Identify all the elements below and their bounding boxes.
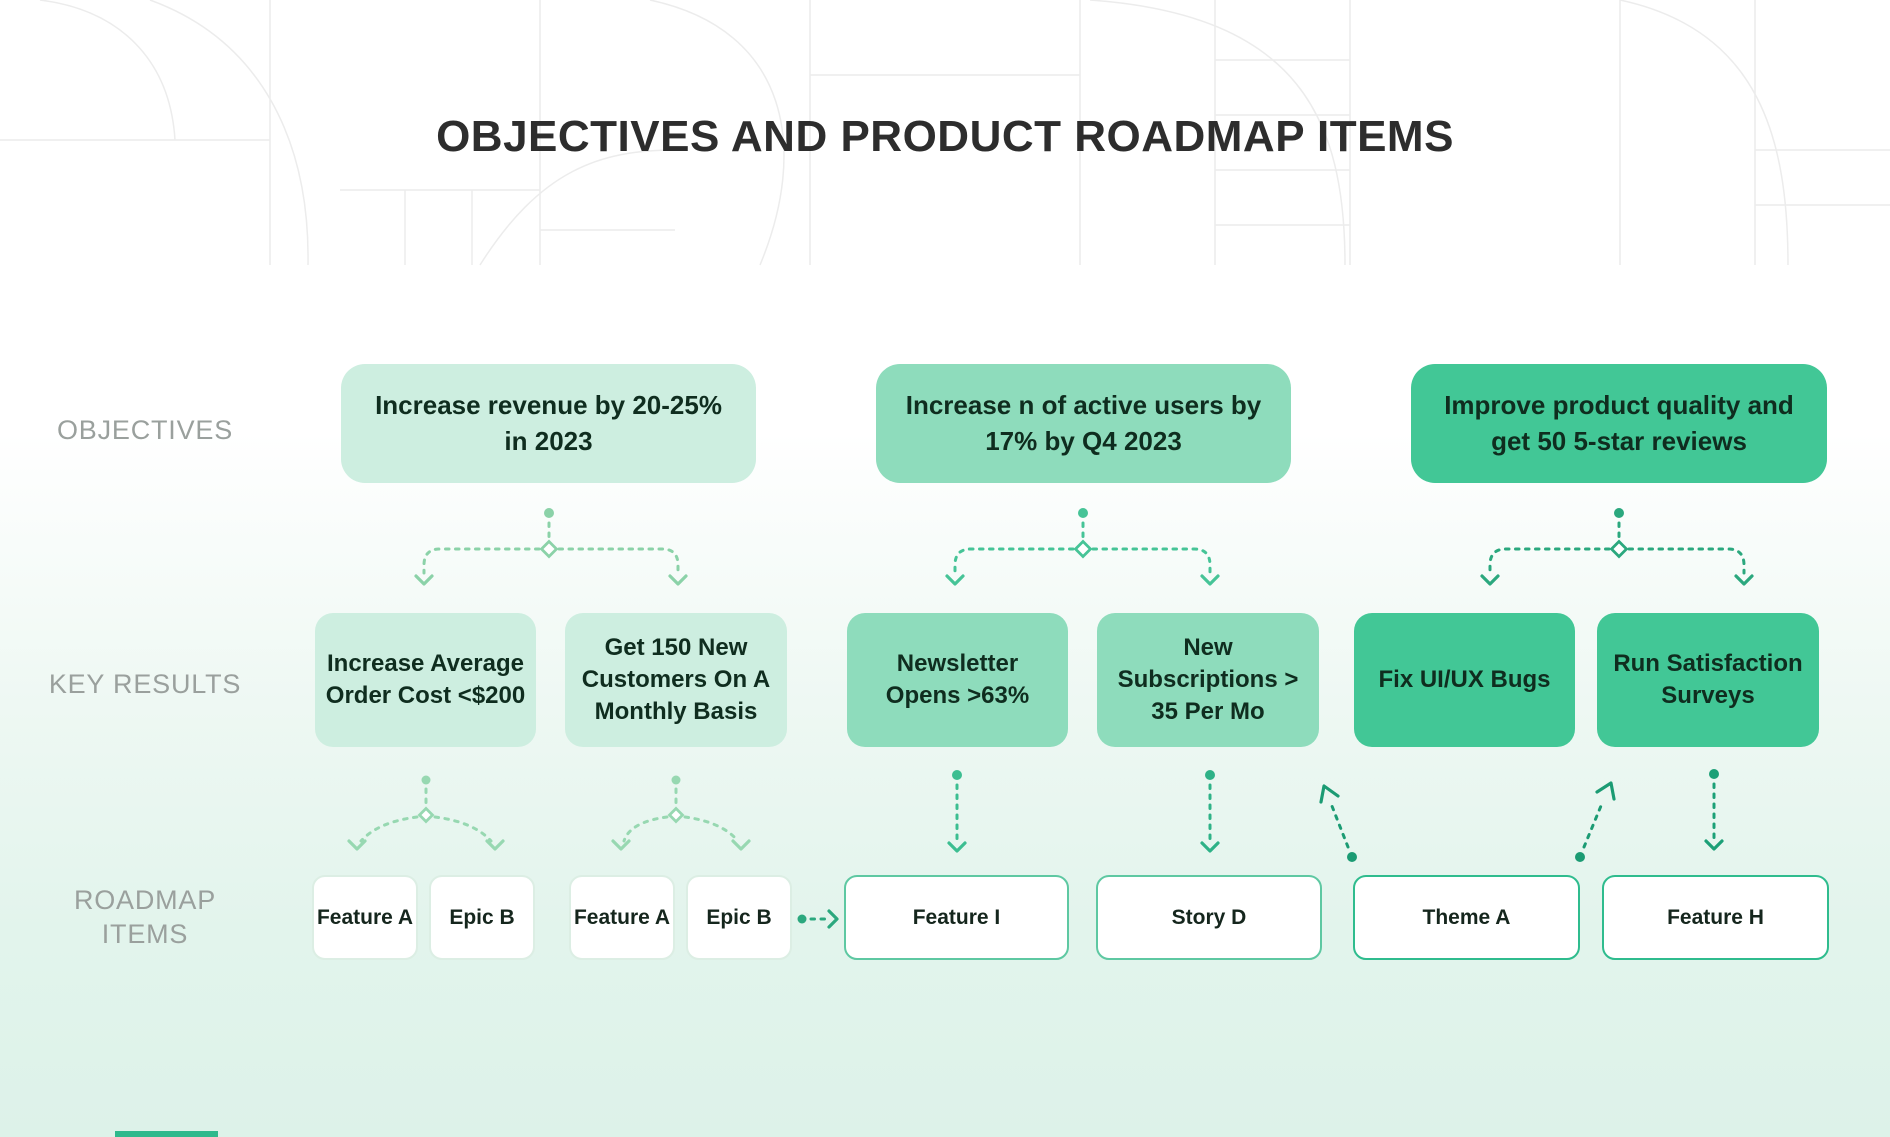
diamond-icon — [1073, 539, 1093, 559]
arrow-kr4-to-storyD — [1200, 770, 1220, 853]
objectives-row-label: OBJECTIVES — [56, 415, 234, 445]
arrow-themeA-to-kr6 — [1575, 781, 1616, 862]
key-result-node-subscriptions[interactable]: New Subscriptions > 35 Per Mo — [1097, 613, 1319, 747]
arrowhead-right-icon — [827, 909, 839, 929]
roadmap-node-theme-a[interactable]: Theme A — [1353, 875, 1580, 960]
key-result-text: Newsletter Opens >63% — [885, 650, 1030, 709]
dot-icon — [421, 775, 431, 785]
arrow-epicB-to-featureI — [797, 909, 839, 929]
key-result-text: Run Satisfaction Surveys — [1613, 650, 1803, 709]
diamond-icon — [1609, 539, 1629, 559]
key-result-node-newsletter-opens[interactable]: Newsletter Opens >63% — [847, 613, 1068, 747]
dot-icon — [671, 775, 681, 785]
dot-icon — [544, 508, 554, 518]
dot-icon — [797, 914, 807, 924]
key-result-node-order-cost[interactable]: Increase Average Order Cost <$200 — [315, 613, 536, 747]
branch-objective1-connector — [414, 508, 688, 586]
key-result-node-fix-bugs[interactable]: Fix UI/UX Bugs — [1354, 613, 1575, 747]
arrow-themeA-to-kr4 — [1319, 784, 1357, 862]
objective-text: Increase revenue by 20-25% in 2023 — [375, 389, 722, 456]
arrowhead-down-icon — [611, 839, 631, 851]
branch-objective2-connector — [945, 508, 1220, 586]
diamond-icon — [539, 539, 559, 559]
key-result-node-new-customers[interactable]: Get 150 New Customers On A Monthly Basis — [565, 613, 787, 747]
arrowhead-down-icon — [1480, 574, 1500, 586]
roadmap-item-text: Theme A — [1422, 905, 1511, 929]
arrowhead-up-icon — [1595, 781, 1616, 801]
roadmap-item-text: Story D — [1171, 905, 1247, 929]
roadmap-node-epic-b-2[interactable]: Epic B — [686, 875, 792, 960]
fork-kr1-connector — [347, 775, 505, 851]
dot-icon — [1205, 770, 1215, 780]
roadmap-node-epic-b-1[interactable]: Epic B — [429, 875, 535, 960]
key-result-text: New Subscriptions > 35 Per Mo — [1117, 634, 1299, 725]
key-results-row-label: KEY RESULTS — [48, 669, 242, 699]
diamond-icon — [417, 806, 435, 824]
roadmap-node-feature-a-2[interactable]: Feature A — [569, 875, 675, 960]
dot-icon — [1078, 508, 1088, 518]
dot-icon — [1347, 852, 1357, 862]
objective-text: Improve product quality and get 50 5-sta… — [1444, 389, 1794, 456]
key-result-node-satisfaction-surveys[interactable]: Run Satisfaction Surveys — [1597, 613, 1819, 747]
roadmap-item-text: Epic B — [449, 905, 515, 929]
arrowhead-down-icon — [1704, 839, 1724, 851]
arrow-kr3-to-featureI — [947, 770, 967, 853]
dot-icon — [952, 770, 962, 780]
branch-objective3-connector — [1480, 508, 1754, 586]
roadmap-item-text: Epic B — [706, 905, 772, 929]
roadmap-node-story-d[interactable]: Story D — [1096, 875, 1322, 960]
background-grid-pattern — [0, 0, 1890, 266]
dot-icon — [1709, 769, 1719, 779]
diamond-icon — [667, 806, 685, 824]
dot-icon — [1575, 852, 1585, 862]
roadmap-item-text: Feature A — [573, 905, 671, 929]
arrowhead-down-icon — [485, 839, 505, 851]
roadmap-items-row-label: ROADMAP ITEMS — [0, 884, 290, 952]
arrowhead-down-icon — [731, 839, 751, 851]
roadmap-node-feature-a-1[interactable]: Feature A — [312, 875, 418, 960]
arrowhead-down-icon — [347, 839, 367, 851]
arrowhead-down-icon — [1200, 841, 1220, 853]
arrowhead-down-icon — [668, 574, 688, 586]
bottom-accent-bar — [115, 1131, 218, 1137]
page-title: OBJECTIVES AND PRODUCT ROADMAP ITEMS — [436, 112, 1454, 161]
arrowhead-up-icon — [1319, 784, 1340, 804]
arrow-kr6-to-featureH — [1704, 769, 1724, 851]
arrowhead-down-icon — [414, 574, 434, 586]
roadmap-item-text: Feature H — [1667, 905, 1764, 929]
roadmap-label-line2: ITEMS — [101, 918, 189, 949]
roadmap-item-text: Feature A — [316, 905, 414, 929]
arrowhead-down-icon — [945, 574, 965, 586]
roadmap-item-text: Feature I — [912, 905, 1001, 929]
objective-node-active-users[interactable]: Increase n of active users by 17% by Q4 … — [876, 364, 1291, 483]
roadmap-node-feature-i[interactable]: Feature I — [844, 875, 1069, 960]
roadmap-node-feature-h[interactable]: Feature H — [1602, 875, 1829, 960]
arrowhead-down-icon — [1200, 574, 1220, 586]
key-result-text: Fix UI/UX Bugs — [1378, 666, 1551, 694]
objective-node-revenue[interactable]: Increase revenue by 20-25% in 2023 — [341, 364, 756, 483]
objective-text: Increase n of active users by 17% by Q4 … — [905, 389, 1262, 456]
dot-icon — [1614, 508, 1624, 518]
arrowhead-down-icon — [947, 841, 967, 853]
roadmap-label-line1: ROADMAP — [73, 885, 217, 915]
arrowhead-down-icon — [1734, 574, 1754, 586]
objective-node-product-quality[interactable]: Improve product quality and get 50 5-sta… — [1411, 364, 1827, 483]
fork-kr2-connector — [611, 775, 751, 851]
key-result-text: Increase Average Order Cost <$200 — [325, 650, 526, 709]
key-result-text: Get 150 New Customers On A Monthly Basis — [581, 634, 771, 725]
